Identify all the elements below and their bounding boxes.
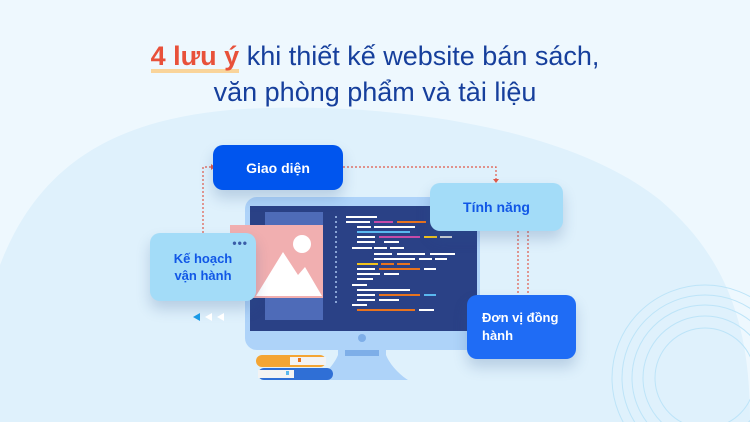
tinh-nang-label: Tính năng — [463, 199, 530, 215]
carousel-arrows — [193, 313, 224, 321]
title-highlight: 4 lưu ý — [150, 38, 239, 74]
ke-hoach-box: ••• Kế hoạch vận hành — [150, 233, 256, 301]
ke-hoach-label: Kế hoạch vận hành — [173, 251, 233, 283]
page-title: 4 lưu ý khi thiết kế website bán sách, v… — [0, 38, 750, 110]
arrow-left-icon — [193, 313, 200, 321]
title-line-1-rest: khi thiết kế website bán sách, — [239, 41, 600, 71]
title-line-1: 4 lưu ý khi thiết kế website bán sách, — [0, 38, 750, 74]
giao-dien-box: Giao diện — [213, 145, 343, 190]
giao-dien-label: Giao diện — [246, 159, 310, 176]
don-vi-label: Đơn vị đồng hành — [482, 310, 559, 343]
arrow-left-icon — [205, 313, 212, 321]
tinh-nang-box: Tính năng — [430, 183, 563, 231]
more-dots-icon: ••• — [232, 236, 248, 250]
books-illustration — [256, 355, 333, 380]
arrow-left-icon — [217, 313, 224, 321]
don-vi-box: Đơn vị đồng hành — [467, 295, 576, 359]
title-line-2: văn phòng phẩm và tài liệu — [213, 77, 537, 107]
